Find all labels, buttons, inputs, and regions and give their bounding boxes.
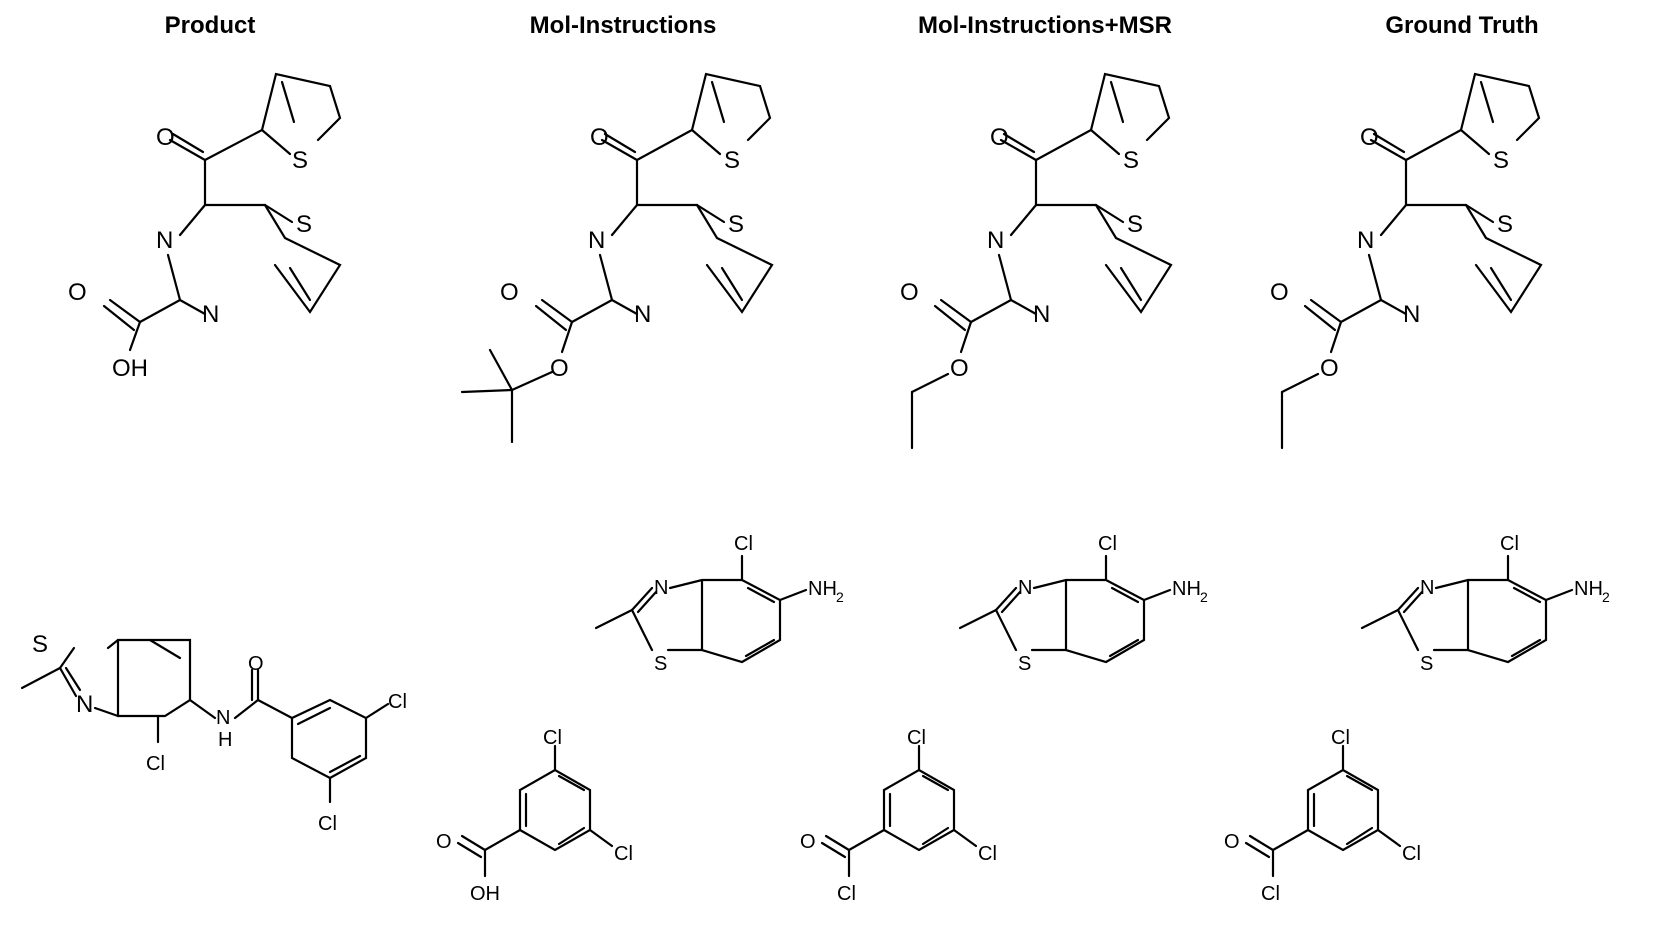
molecule-msr-amine: Cl NH 2 N S — [958, 533, 1208, 675]
atom-cl: Cl — [146, 753, 165, 775]
subscript-2: 2 — [836, 589, 844, 605]
atom-o: O — [550, 355, 569, 382]
atom-o: O — [800, 831, 816, 853]
atom-o: O — [590, 124, 609, 151]
molecule-msr-acyl-chloride: Cl Cl O Cl — [800, 727, 997, 905]
atom-n: N — [216, 707, 230, 729]
molecule-ground-truth-amine: Cl NH 2 N S — [1360, 533, 1610, 675]
atom-nh2: NH — [808, 578, 837, 600]
atom-cl: Cl — [1500, 533, 1519, 555]
atom-oh: OH — [112, 355, 148, 382]
atom-o: O — [1360, 124, 1379, 151]
atom-o: O — [156, 124, 175, 151]
atom-s: S — [654, 653, 667, 675]
atom-nh2: NH — [1574, 578, 1603, 600]
atom-h: H — [218, 729, 232, 751]
column-title-ground-truth: Ground Truth — [1385, 12, 1539, 39]
atom-o: O — [900, 279, 919, 306]
column-title-mol-instructions-msr: Mol-Instructions+MSR — [917, 12, 1172, 39]
molecule-ground-truth-acyl-chloride: Cl Cl O Cl — [1224, 727, 1421, 905]
atom-o: O — [1224, 831, 1240, 853]
molecule-mol-instructions-ester: O S S N N O O — [460, 72, 774, 444]
molecule-product-amide: S N Cl N H O Cl Cl — [20, 631, 407, 835]
column-title-mol-instructions: Mol-Instructions — [529, 12, 717, 39]
atom-o: O — [950, 355, 969, 382]
atom-cl: Cl — [837, 883, 856, 905]
molecule-product-acid: O S S N N O OH — [68, 72, 342, 382]
atom-cl: Cl — [388, 691, 407, 713]
atom-cl: Cl — [978, 843, 997, 865]
atom-n: N — [634, 301, 651, 328]
atom-n: N — [156, 227, 173, 254]
atom-cl: Cl — [734, 533, 753, 555]
atom-n: N — [1018, 577, 1032, 599]
atom-n: N — [1403, 301, 1420, 328]
atom-n: N — [1357, 227, 1374, 254]
atom-o: O — [1320, 355, 1339, 382]
atom-s: S — [724, 147, 740, 174]
subscript-2: 2 — [1602, 589, 1610, 605]
molecule-ground-truth-ester: O S S N N O O — [1270, 72, 1543, 450]
atom-o: O — [436, 831, 452, 853]
atom-o: O — [990, 124, 1009, 151]
atom-s: S — [1493, 147, 1509, 174]
atom-o: O — [68, 279, 87, 306]
atom-nh2: NH — [1172, 578, 1201, 600]
atom-s: S — [1127, 211, 1143, 238]
atom-s: S — [32, 631, 48, 658]
atom-cl: Cl — [318, 813, 337, 835]
atom-s: S — [1123, 147, 1139, 174]
column-title-product: Product — [164, 12, 256, 39]
atom-cl: Cl — [614, 843, 633, 865]
atom-s: S — [728, 211, 744, 238]
atom-cl: Cl — [543, 727, 562, 749]
molecule-msr-ester: O S S N N O O — [900, 72, 1173, 450]
atom-n: N — [654, 577, 668, 599]
subscript-2: 2 — [1200, 589, 1208, 605]
atom-oh: OH — [470, 883, 500, 905]
atom-n: N — [202, 301, 219, 328]
atom-cl: Cl — [1098, 533, 1117, 555]
atom-n: N — [76, 691, 93, 718]
atom-cl: Cl — [1261, 883, 1280, 905]
atom-s: S — [292, 147, 308, 174]
atom-o: O — [1270, 279, 1289, 306]
atom-n: N — [1033, 301, 1050, 328]
atom-s: S — [296, 211, 312, 238]
atom-n: N — [1420, 577, 1434, 599]
atom-cl: Cl — [1402, 843, 1421, 865]
atom-o: O — [500, 279, 519, 306]
atom-n: N — [588, 227, 605, 254]
atom-s: S — [1497, 211, 1513, 238]
molecule-mol-instructions-amine: Cl NH 2 N S — [594, 533, 844, 675]
atom-s: S — [1420, 653, 1433, 675]
atom-o: O — [248, 653, 264, 675]
atom-cl: Cl — [907, 727, 926, 749]
atom-s: S — [1018, 653, 1031, 675]
atom-n: N — [987, 227, 1004, 254]
molecule-mol-instructions-acid: Cl Cl O OH — [436, 727, 633, 905]
atom-cl: Cl — [1331, 727, 1350, 749]
